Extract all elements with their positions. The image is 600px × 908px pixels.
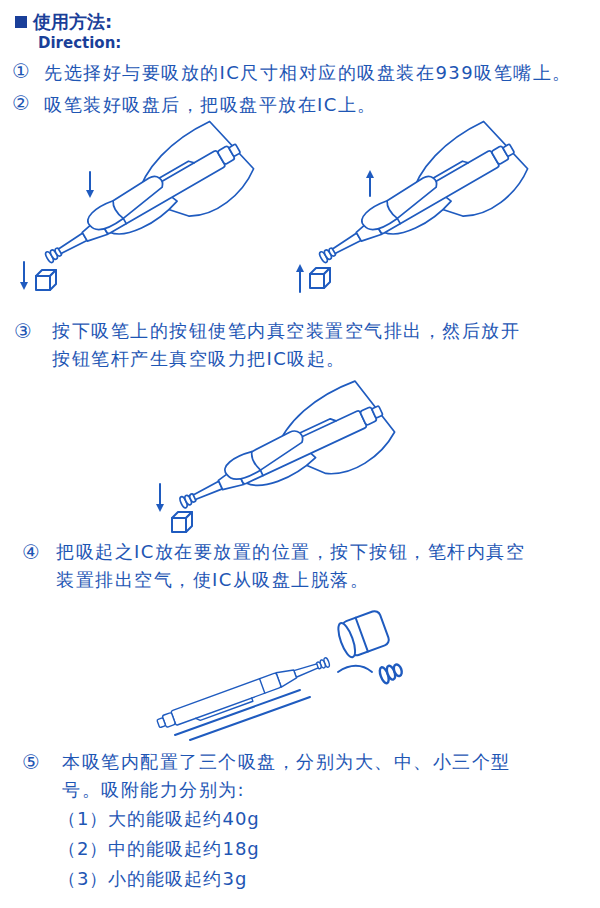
step-text: 先选择好与要吸放的IC尺寸相对应的吸盘装在939吸笔嘴上。 (44, 59, 572, 87)
step-text: 把吸起之IC放在要放置的位置，按下按钮，笔杆内真空 装置排出空气，使IC从吸盘上… (56, 538, 526, 594)
pen-release-figure (156, 610, 404, 740)
step-number: ③ (14, 319, 32, 343)
step-text: 按下吸笔上的按钮使笔内真空装置空气排出，然后放开 按钮笔杆产生真空吸力把IC吸起… (52, 317, 527, 373)
step-number: ④ (22, 540, 40, 564)
spec-item: （3）小的能吸起约3g (58, 868, 247, 890)
step-number: ① (12, 59, 30, 83)
title-bullet (15, 16, 27, 28)
subtitle: Direction: (38, 34, 121, 52)
pen-down-figure (24, 114, 262, 295)
pen-up-figure (300, 114, 536, 295)
title: 使用方法: (33, 11, 112, 33)
spec-item: （1）大的能吸起约40g (58, 808, 260, 830)
step-number: ⑤ (22, 750, 40, 774)
step-text: 吸笔装好吸盘后，把吸盘平放在IC上。 (44, 91, 377, 119)
step-text: 本吸笔内配置了三个吸盘，分别为大、中、小三个型 号。吸附能力分别为: (62, 748, 527, 804)
pen-press-figure (160, 374, 401, 541)
step-number: ② (12, 91, 30, 115)
spec-item: （2）中的能吸起约18g (58, 838, 260, 860)
